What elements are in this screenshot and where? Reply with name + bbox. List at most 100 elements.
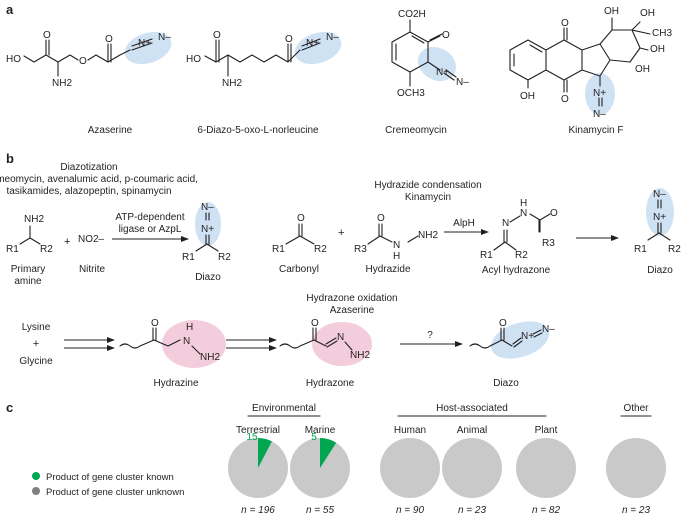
primary-amine-label: Primary: [11, 264, 45, 275]
atom-r3: R3: [542, 238, 555, 249]
enzyme-label: ligase or AzpL: [119, 224, 182, 235]
diazo-label: Diazo: [493, 378, 519, 389]
panel-c-label: c: [6, 400, 13, 415]
atom-oh: OH: [650, 44, 665, 55]
atom-nh2: NH2: [222, 78, 242, 89]
atom-nminus: N–: [593, 109, 606, 120]
plus-sign: +: [33, 338, 39, 350]
diazo-highlight: [294, 31, 342, 65]
atom-n: N: [337, 332, 344, 343]
atom-nplus: N+: [593, 88, 606, 99]
atom-r1: R1: [182, 252, 195, 263]
atom-o: O: [213, 30, 221, 41]
legend-swatch-known: [32, 472, 40, 480]
route-title-diazotization: Diazotization: [60, 162, 117, 173]
atom-o: O: [151, 318, 159, 329]
glycine-label: Glycine: [19, 356, 53, 367]
atom-o: O: [311, 318, 319, 329]
diazo-highlight: [490, 321, 550, 359]
diazo-label: Diazo: [647, 265, 673, 276]
plus-sign: +: [338, 227, 344, 239]
atom-nh2: NH2: [52, 78, 72, 89]
atom-h: H: [520, 198, 527, 209]
atom-o: O: [105, 34, 113, 45]
atom-r2: R2: [314, 244, 327, 255]
compound-name-kinamycin: Kinamycin F: [568, 125, 623, 136]
atom-o: O: [561, 18, 569, 29]
azaserine-structure: HO O O O NH2 N+ N–: [6, 30, 172, 89]
atom-nh2: NH2: [24, 214, 44, 225]
atom-nminus: N–: [201, 202, 214, 213]
atom-r1: R1: [6, 244, 19, 255]
nitrite-formula: NO2–: [78, 234, 105, 245]
atom-nminus: N–: [326, 32, 339, 43]
atom-nplus: N+: [521, 331, 534, 342]
acyl-hydrazone-label: Acyl hydrazone: [482, 265, 551, 276]
atom-nplus: N+: [653, 212, 666, 223]
atom-o: O: [499, 318, 507, 329]
route-examples: tasikamides, alazopeptin, spinamycin: [6, 186, 171, 197]
route-title-hydrazide: Hydrazide condensation: [374, 180, 481, 191]
hydrazone-label: Hydrazone: [306, 378, 355, 389]
compound-name-don: 6-Diazo-5-oxo-L-norleucine: [197, 125, 319, 136]
hydrazine-highlight: [162, 320, 226, 368]
carbonyl-label: Carbonyl: [279, 264, 319, 275]
atom-nh2: NH2: [350, 350, 370, 361]
group-label-host-associated: Host-associated: [436, 403, 508, 414]
atom-o: O: [43, 30, 51, 41]
atom-o: O: [297, 213, 305, 224]
diazo-highlight: [646, 188, 674, 236]
legend-label-known: Product of gene cluster known: [46, 472, 174, 483]
atom-nh: N: [520, 208, 527, 219]
nitrite-label: Nitrite: [79, 264, 106, 275]
pie-slice-known-marine: [320, 438, 337, 468]
pie-n-label-human: n = 90: [396, 505, 425, 516]
atom-o: O: [442, 30, 450, 41]
pie-slice-known-terrestrial: [258, 438, 272, 468]
atom-nminus: N–: [542, 324, 555, 335]
atom-nplus: N+: [201, 224, 214, 235]
atom-oh: OH: [635, 64, 650, 75]
hydrazone-highlight: [312, 322, 372, 366]
atom-o: O: [79, 56, 87, 67]
diazo-highlight: [124, 31, 172, 65]
atom-nminus: N–: [653, 189, 666, 200]
compound-name-azaserine: Azaserine: [88, 125, 133, 136]
pie-n-label-animal: n = 23: [458, 505, 487, 516]
atom-ch3: CH3: [652, 28, 672, 39]
atom-r2: R2: [668, 244, 681, 255]
atom-r1: R1: [634, 244, 647, 255]
hydrazide-structure: O R3 N H NH2: [354, 213, 438, 262]
enzyme-label: ATP-dependent: [115, 212, 185, 223]
panel-a-label: a: [6, 2, 14, 17]
atom-n: N: [502, 218, 509, 229]
pie-known-count-marine: 5: [311, 432, 317, 443]
carbonyl-structure: O R1 R2: [272, 213, 327, 255]
atom-oh: OH: [520, 91, 535, 102]
pie-slice-unknown-human: [380, 438, 440, 498]
panel-b-label: b: [6, 151, 14, 166]
hydrazine-label: Hydrazine: [153, 378, 198, 389]
pie-slice-unknown-animal: [442, 438, 502, 498]
atom-nplus: N+: [306, 38, 319, 49]
atom-oh: OH: [604, 6, 619, 17]
atom-o: O: [285, 34, 293, 45]
atom-r1: R1: [272, 244, 285, 255]
diazo-product-structure: O N+ N–: [469, 318, 555, 359]
kinamycin-structure: O O OH OH OH CH3 OH OH N+ N–: [509, 6, 672, 120]
atom-och3: OCH3: [397, 88, 425, 99]
diazo-highlight: [417, 46, 457, 82]
legend: Product of gene cluster known Product of…: [32, 472, 184, 498]
compound-name-cremeomycin: Cremeomycin: [385, 125, 447, 136]
pie-n-label-marine: n = 55: [306, 505, 335, 516]
atom-ho: HO: [6, 54, 21, 65]
hydrazide-label: Hydrazide: [365, 264, 410, 275]
atom-nplus: N+: [436, 67, 449, 78]
atom-o: O: [377, 213, 385, 224]
route-title-hydrazone: Hydrazone oxidation: [306, 293, 397, 304]
hydrazone-structure: O N NH2: [279, 318, 372, 366]
atom-r2: R2: [515, 250, 528, 261]
route-example: Kinamycin: [405, 192, 451, 203]
atom-nh2: NH2: [418, 230, 438, 241]
